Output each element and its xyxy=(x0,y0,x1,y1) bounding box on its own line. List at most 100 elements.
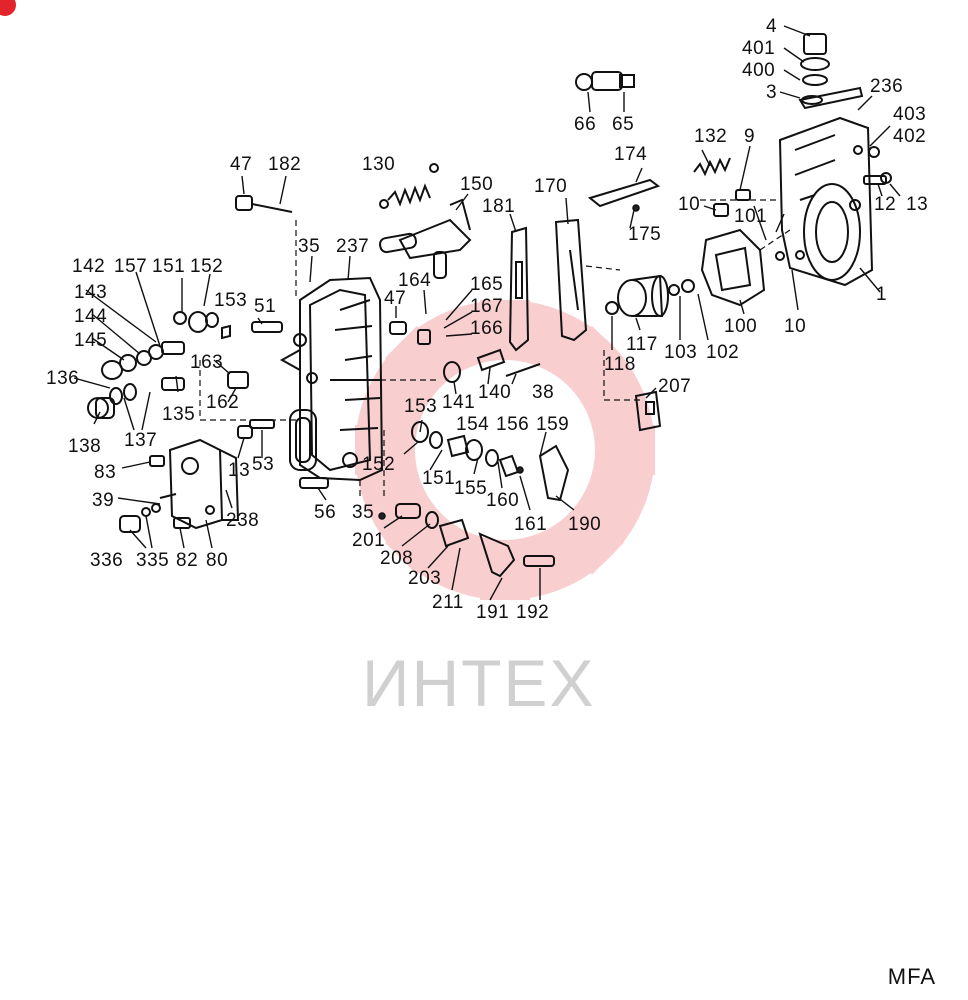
callout-80: 80 xyxy=(206,550,228,571)
inlet-fitting xyxy=(575,71,635,91)
callout-136: 136 xyxy=(46,368,79,389)
callout-35-lower: 35 xyxy=(352,502,374,523)
callout-236: 236 xyxy=(870,76,903,97)
callout-201: 201 xyxy=(352,530,385,551)
callout-3: 3 xyxy=(766,82,777,103)
callout-159: 159 xyxy=(536,414,569,435)
callout-103: 103 xyxy=(664,342,697,363)
callout-167: 167 xyxy=(470,296,503,317)
top-plug-assembly xyxy=(798,33,864,110)
callout-151-left: 151 xyxy=(152,256,185,277)
callout-207: 207 xyxy=(658,376,691,397)
callout-165: 165 xyxy=(470,274,503,295)
callout-82: 82 xyxy=(176,550,198,571)
diagram-code: MFA xyxy=(887,964,936,989)
assembly-guide-lines xyxy=(199,199,791,500)
callout-53: 53 xyxy=(252,454,274,475)
callout-100: 100 xyxy=(724,316,757,337)
callout-132: 132 xyxy=(694,126,727,147)
callout-192: 192 xyxy=(516,602,549,623)
callout-164: 164 xyxy=(398,270,431,291)
center-shaft-parts xyxy=(411,329,570,502)
cover-bolts xyxy=(119,455,191,533)
callout-65: 65 xyxy=(612,114,634,135)
callout-336: 336 xyxy=(90,550,123,571)
callout-190: 190 xyxy=(568,514,601,535)
callout-152-center: 152 xyxy=(362,454,395,475)
callout-166: 166 xyxy=(470,318,503,339)
callout-118: 118 xyxy=(604,354,636,375)
callout-237: 237 xyxy=(336,236,369,257)
callout-83: 83 xyxy=(94,462,116,483)
watermark-text: ИНТЕХ xyxy=(362,646,595,720)
callout-161: 161 xyxy=(514,514,547,535)
leader-lines xyxy=(73,25,901,601)
callout-102: 102 xyxy=(706,342,739,363)
callout-170: 170 xyxy=(534,176,567,197)
callout-47-top: 47 xyxy=(230,154,252,175)
return-spring xyxy=(693,157,731,177)
callout-138: 138 xyxy=(68,436,101,457)
callout-47-mid: 47 xyxy=(384,288,406,309)
callout-163: 163 xyxy=(190,352,223,373)
misc-bolts xyxy=(227,145,892,489)
watermark-gear xyxy=(355,300,655,600)
callout-10-lower: 10 xyxy=(784,316,806,337)
callout-66: 66 xyxy=(574,114,596,135)
callout-153-center: 153 xyxy=(404,396,437,417)
callout-401: 401 xyxy=(742,38,775,59)
callout-1: 1 xyxy=(876,284,887,305)
callout-143: 143 xyxy=(74,282,107,303)
floating-lever xyxy=(554,218,588,342)
governor-sleeve xyxy=(605,274,695,317)
callout-117: 117 xyxy=(626,334,658,355)
stop-lever xyxy=(587,178,661,212)
callout-10-upper: 10 xyxy=(678,194,700,215)
callout-142: 142 xyxy=(72,256,105,277)
callout-153-left: 153 xyxy=(214,290,247,311)
callout-38: 38 xyxy=(532,382,554,403)
callout-150: 150 xyxy=(460,174,493,195)
callout-162: 162 xyxy=(206,392,239,413)
callout-13-right: 13 xyxy=(906,194,928,215)
side-cover xyxy=(168,438,240,530)
callout-175: 175 xyxy=(628,224,661,245)
callout-203: 203 xyxy=(408,568,441,589)
pump-housing xyxy=(778,116,874,287)
callout-140: 140 xyxy=(478,382,511,403)
callout-137: 137 xyxy=(124,430,157,451)
governor-housing xyxy=(279,276,384,482)
callout-400: 400 xyxy=(742,60,775,81)
callout-39: 39 xyxy=(92,490,114,511)
callout-144: 144 xyxy=(74,306,107,327)
callout-191: 191 xyxy=(476,602,509,623)
callout-335: 335 xyxy=(136,550,169,571)
corner-logo-badge xyxy=(0,0,16,16)
callout-155: 155 xyxy=(454,478,487,499)
callout-13-left: 13 xyxy=(228,460,250,481)
callout-4: 4 xyxy=(766,16,777,37)
callout-101: 101 xyxy=(734,206,767,227)
callout-35-upper: 35 xyxy=(298,236,320,257)
adjust-screw-set-left xyxy=(87,311,283,419)
callout-151-center: 151 xyxy=(422,468,455,489)
callout-182: 182 xyxy=(268,154,301,175)
callout-145: 145 xyxy=(74,330,107,351)
callout-51: 51 xyxy=(254,296,276,317)
callout-56: 56 xyxy=(314,502,336,523)
callout-402: 402 xyxy=(893,126,926,147)
callout-208: 208 xyxy=(380,548,413,569)
flyweight-holder xyxy=(700,228,766,307)
control-lever xyxy=(379,198,472,279)
callout-12: 12 xyxy=(874,194,896,215)
callout-130: 130 xyxy=(362,154,395,175)
fork-lever xyxy=(508,226,530,352)
callout-141: 141 xyxy=(442,392,475,413)
callout-160: 160 xyxy=(486,490,519,511)
callout-labels: 4 401 400 3 236 403 402 66 65 132 9 10 1… xyxy=(46,16,928,623)
callout-152-left: 152 xyxy=(190,256,223,277)
callout-154: 154 xyxy=(456,414,489,435)
callout-181: 181 xyxy=(482,196,515,217)
callout-157: 157 xyxy=(114,256,147,277)
